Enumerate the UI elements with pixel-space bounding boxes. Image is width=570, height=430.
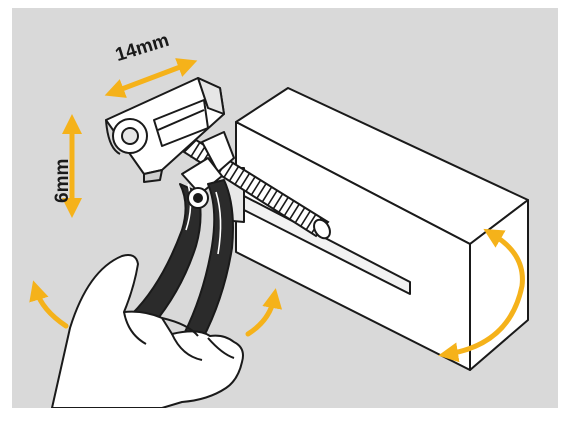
- rod-thread-line: [288, 203, 301, 221]
- rotation-arrow-right: [245, 288, 283, 337]
- rod-thread-line: [228, 165, 240, 183]
- box-illustration: [214, 87, 529, 371]
- width-arrow: [104, 58, 198, 98]
- rod-thread-line: [222, 161, 235, 179]
- rod-thread-line: [261, 185, 273, 203]
- rotation-arrow-left: [29, 280, 69, 329]
- rod-thread-line: [244, 175, 257, 193]
- rod-thread-line: [294, 206, 306, 224]
- rotation-arrow-box: [438, 228, 525, 363]
- rod-thread-line: [255, 182, 268, 200]
- illustration-panel: 14mm 6mm: [12, 8, 558, 408]
- orange-double-arrow: [29, 58, 525, 363]
- rod-thread-line: [305, 213, 317, 231]
- rod-thread-line: [233, 168, 246, 186]
- hand-illustration: [51, 254, 244, 408]
- rod-thread-line: [239, 172, 251, 190]
- rod-thread-line: [189, 141, 202, 158]
- rod-thread-line: [250, 179, 262, 196]
- rod-thread-line: [266, 189, 279, 207]
- rod-thread-line: [299, 210, 312, 228]
- rod-thread-line: [272, 192, 284, 210]
- rod-thread-line: [283, 199, 295, 217]
- height-dimension-label: 6mm: [52, 158, 73, 203]
- rod-thread-line: [277, 196, 290, 214]
- clamp-bracket: [105, 77, 225, 183]
- installation-illustration: [29, 58, 529, 408]
